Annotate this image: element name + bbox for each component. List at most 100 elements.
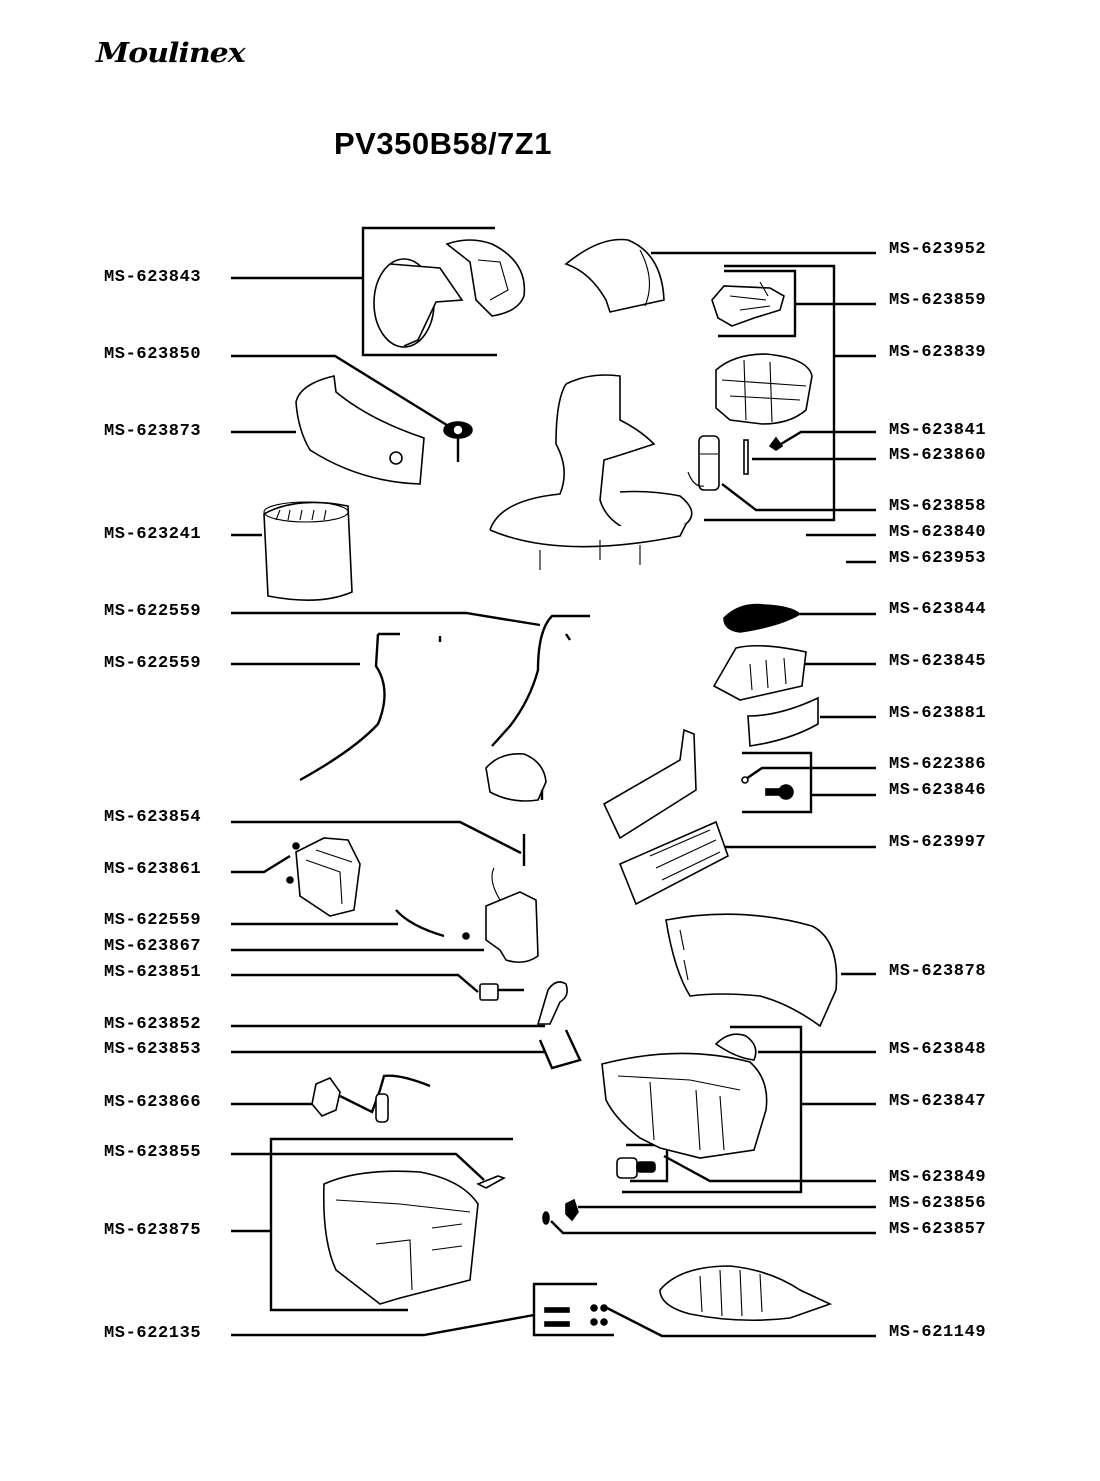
bracket [704, 264, 836, 522]
part-623873-side-shell[interactable] [295, 375, 425, 485]
part-label[interactable]: MS-623952 [889, 240, 987, 259]
part-623860-pin[interactable] [743, 439, 749, 475]
part-623844-lid[interactable] [723, 603, 802, 633]
part-623839-motor-block[interactable] [715, 353, 813, 425]
part-label[interactable]: MS-622559 [104, 654, 202, 673]
bracket [626, 1143, 669, 1183]
part-623875-body[interactable] [322, 1170, 479, 1305]
leader-line [721, 483, 876, 512]
part-label[interactable]: MS-623843 [104, 268, 202, 287]
part-622386-washer[interactable] [741, 776, 749, 784]
part-label[interactable]: MS-623867 [104, 937, 202, 956]
part-label[interactable]: MS-623839 [889, 343, 987, 362]
part-label[interactable]: MS-623241 [104, 525, 202, 544]
leader-line [231, 973, 479, 993]
part-label[interactable]: MS-623854 [104, 808, 202, 827]
part-623859-motor-top[interactable] [711, 281, 785, 327]
part-label[interactable]: MS-623849 [889, 1168, 987, 1187]
part-label[interactable]: MS-623857 [889, 1220, 987, 1239]
part-label[interactable]: MS-622386 [889, 755, 987, 774]
part-623852-elbow-hose[interactable] [536, 981, 568, 1025]
part-622559-short-tube[interactable] [395, 909, 445, 938]
leader-lines-left [231, 226, 614, 1337]
leader-line [231, 1313, 535, 1337]
part-label[interactable]: MS-623881 [889, 704, 987, 723]
bracket [269, 1137, 513, 1312]
part-623847-base-tank[interactable] [601, 1052, 768, 1159]
leader-line [231, 1152, 485, 1181]
part-623857-o-ring[interactable] [542, 1211, 550, 1225]
part-623866-power-cord[interactable] [311, 1074, 431, 1123]
part-623849-valve[interactable] [616, 1157, 656, 1179]
part-623861-pump[interactable] [286, 837, 361, 917]
part-label[interactable]: MS-623953 [889, 549, 987, 568]
part-label[interactable]: MS-623853 [104, 1040, 202, 1059]
leader-line [775, 430, 876, 449]
part-label[interactable]: MS-623850 [104, 345, 202, 364]
part-623858-capacitor[interactable] [687, 435, 720, 491]
model-number: PV350B58/7Z1 [334, 126, 552, 161]
part-622135-screws[interactable] [544, 1304, 608, 1327]
part-623878-front-shell[interactable] [665, 913, 838, 1028]
part-623851-connector[interactable] [479, 983, 524, 1001]
part-623881-badge[interactable] [747, 696, 819, 747]
part-label[interactable]: MS-621149 [889, 1323, 987, 1342]
part-label[interactable]: MS-623855 [104, 1143, 202, 1162]
part-623845-housing[interactable] [712, 644, 807, 701]
bracket [622, 1025, 803, 1194]
part-623843-front-covers[interactable] [373, 239, 526, 348]
part-label[interactable]: MS-622559 [104, 911, 202, 930]
part-622559-tube-a[interactable] [299, 632, 442, 782]
part-623997-control-board[interactable] [618, 820, 729, 906]
part-623997-board-bracket [602, 728, 697, 840]
leader-line [231, 354, 451, 429]
part-label[interactable]: MS-623860 [889, 446, 987, 465]
bracket [361, 226, 497, 357]
part-label[interactable]: MS-623878 [889, 962, 987, 981]
part-623848-seal[interactable] [714, 1033, 757, 1061]
part-623856-fitting[interactable] [565, 1198, 579, 1222]
part-heater-bowl [485, 752, 547, 802]
part-label[interactable]: MS-623873 [104, 422, 202, 441]
part-label[interactable]: MS-623851 [104, 963, 202, 982]
part-label[interactable]: MS-623875 [104, 1221, 202, 1240]
part-label[interactable]: MS-623866 [104, 1093, 202, 1112]
part-623846-knob[interactable] [765, 784, 794, 800]
part-621149-base-plate[interactable] [659, 1265, 833, 1322]
leader-line [231, 854, 291, 874]
part-623952-top-cover[interactable] [564, 238, 665, 313]
leader-line [606, 1306, 876, 1338]
part-623841-clip[interactable] [768, 436, 784, 451]
leader-line [663, 1154, 876, 1183]
part-label[interactable]: MS-623856 [889, 1194, 987, 1213]
leader-line [231, 820, 522, 855]
bracket [532, 1282, 614, 1337]
part-label[interactable]: MS-623861 [104, 860, 202, 879]
leader-line [550, 1220, 876, 1235]
part-623850-thermostat[interactable] [443, 421, 473, 462]
part-623241-cup[interactable] [263, 501, 353, 601]
leader-line [231, 611, 541, 627]
part-central-stand [489, 374, 693, 570]
part-label[interactable]: MS-623845 [889, 652, 987, 671]
part-label[interactable]: MS-623858 [889, 497, 987, 516]
part-label[interactable]: MS-623997 [889, 833, 987, 852]
part-623867-boiler[interactable] [462, 867, 539, 964]
part-label[interactable]: MS-623852 [104, 1015, 202, 1034]
part-label[interactable]: MS-623841 [889, 421, 987, 440]
part-label[interactable]: MS-622135 [104, 1324, 202, 1343]
part-623853-u-hose[interactable] [538, 1029, 582, 1070]
part-label[interactable]: MS-623844 [889, 600, 987, 619]
part-label[interactable]: MS-623848 [889, 1040, 987, 1059]
brand-logo: Moulinex [96, 37, 246, 70]
part-label[interactable]: MS-623859 [889, 291, 987, 310]
part-label[interactable]: MS-622559 [104, 602, 202, 621]
leader-lines-right [550, 251, 876, 1338]
part-label[interactable]: MS-623840 [889, 523, 987, 542]
part-622559-tube-b[interactable] [491, 614, 590, 747]
part-label[interactable]: MS-623847 [889, 1092, 987, 1111]
part-label[interactable]: MS-623846 [889, 781, 987, 800]
bracket [742, 751, 813, 814]
part-623855-pin[interactable] [476, 1175, 506, 1189]
